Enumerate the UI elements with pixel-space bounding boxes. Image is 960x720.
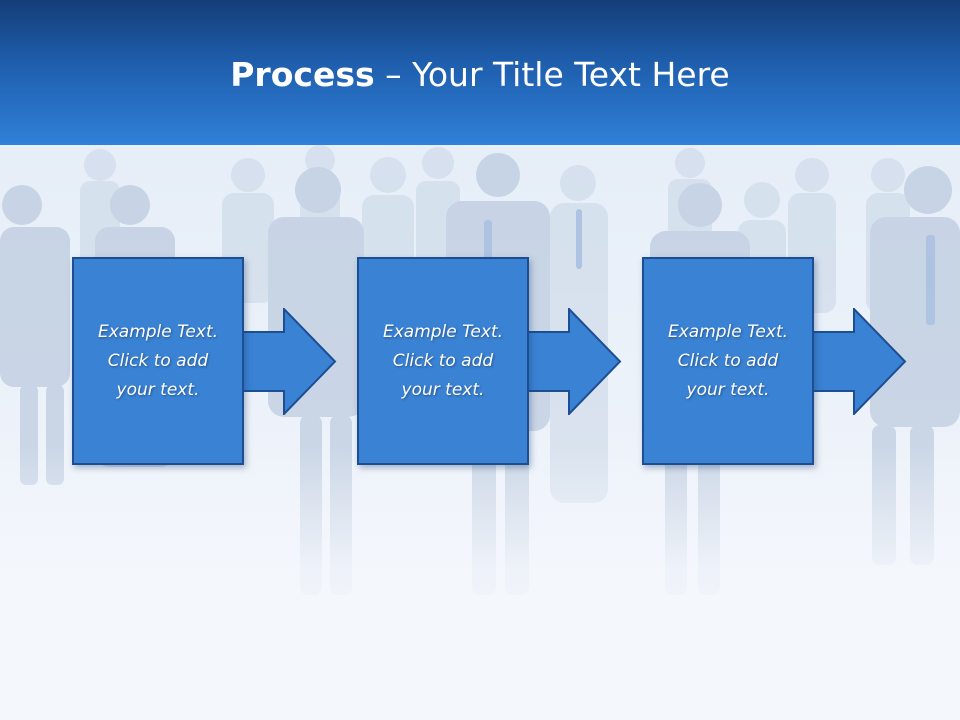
photo-fade-overlay <box>0 445 960 720</box>
step-1-text[interactable]: Example Text. Click to add your text. <box>97 321 219 400</box>
process-step-3[interactable]: Example Text. Click to add your text. <box>642 257 814 465</box>
arrow-right-icon <box>812 308 907 415</box>
arrow-right-icon <box>242 308 337 415</box>
process-step-2[interactable]: Example Text. Click to add your text. <box>357 257 529 465</box>
title-rest-text: – Your Title Text Here <box>374 55 730 94</box>
arrow-right-icon <box>527 308 622 415</box>
step-3-text[interactable]: Example Text. Click to add your text. <box>667 321 789 400</box>
title-banner: Process – Your Title Text Here <box>0 0 960 145</box>
slide-title[interactable]: Process – Your Title Text Here <box>0 54 960 96</box>
step-2-text[interactable]: Example Text. Click to add your text. <box>382 321 504 400</box>
title-bold-text: Process <box>230 55 375 94</box>
process-step-1[interactable]: Example Text. Click to add your text. <box>72 257 244 465</box>
